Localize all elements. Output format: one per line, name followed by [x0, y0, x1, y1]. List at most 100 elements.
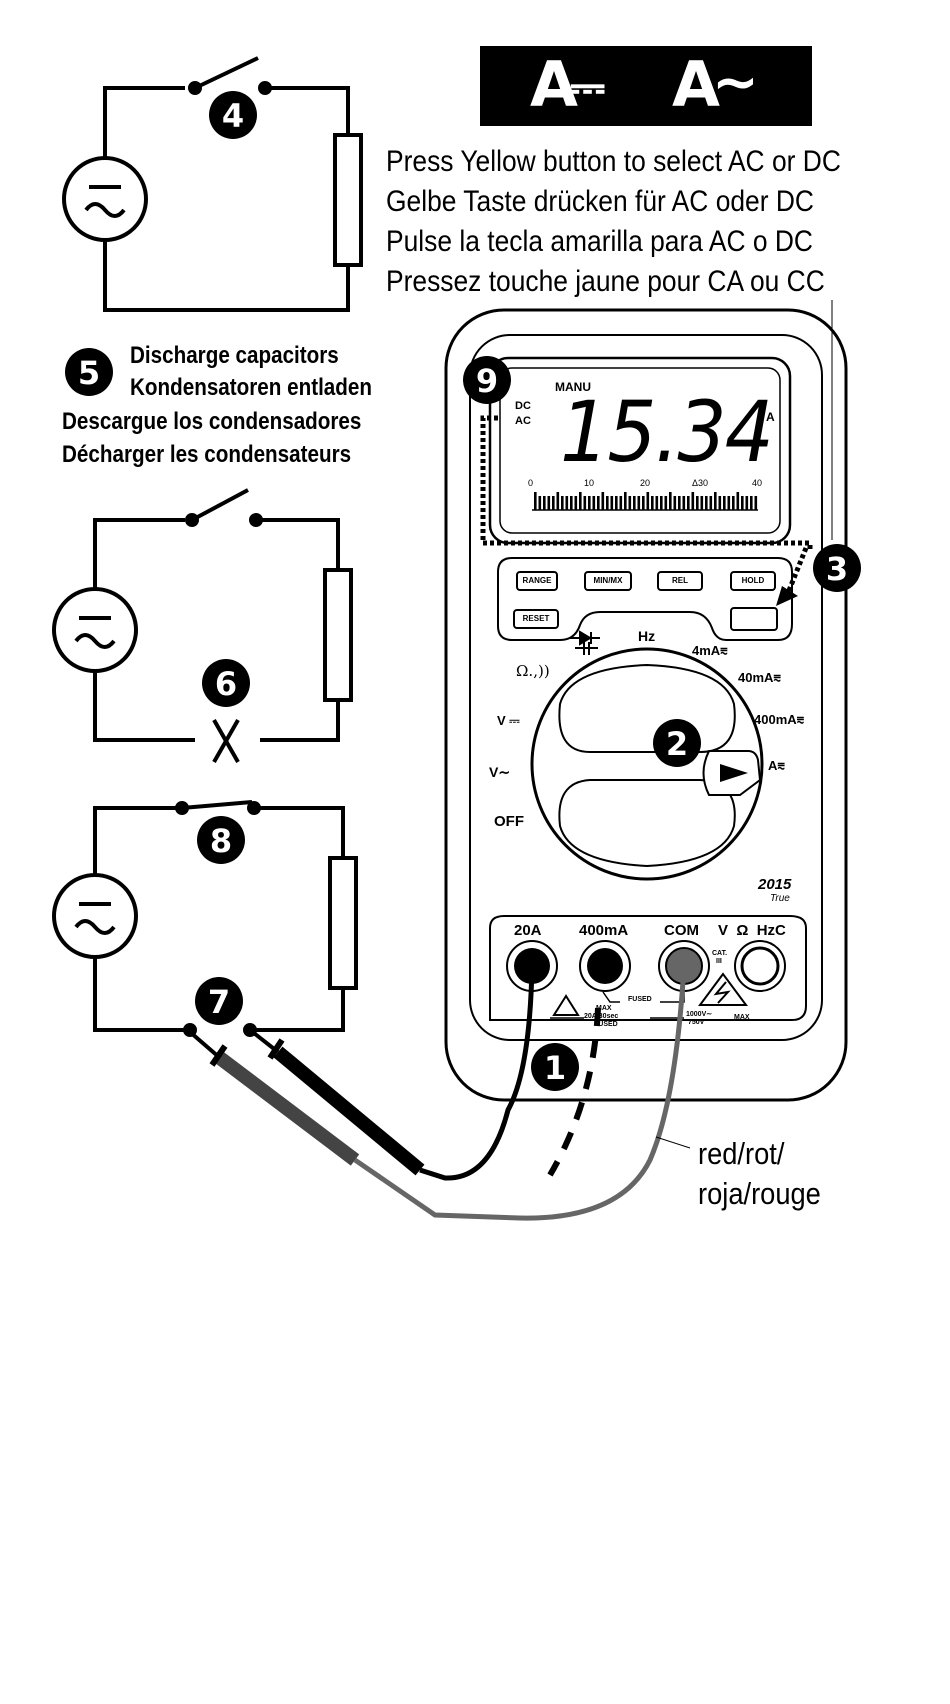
reset-label[interactable]: RESET	[522, 614, 550, 623]
bargraph-segment	[705, 496, 708, 510]
bargraph-segment	[606, 496, 609, 510]
step-7-number: 7	[207, 983, 231, 1021]
bargraph-segment	[745, 496, 749, 510]
discharge-fr: Décharger les condensateurs	[62, 441, 352, 468]
circuit-step-6	[52, 488, 353, 763]
lcd-mode: MANU	[555, 380, 591, 394]
model-sub: True	[770, 893, 790, 904]
dial-vdc: V ⎓	[497, 713, 520, 728]
arrow-icon	[776, 586, 798, 606]
bargraph-segment	[601, 492, 605, 510]
dc-glyph: ⎓	[570, 62, 606, 113]
hold-button[interactable]	[730, 571, 776, 591]
bargraph-segment	[556, 492, 560, 510]
step-8-number: 8	[209, 822, 233, 860]
jack-v-label: V Ω HzC	[718, 922, 786, 939]
rel-label[interactable]: REL	[672, 576, 688, 585]
bargraph-segment	[732, 496, 735, 510]
lcd-scale: 0 10 20 Δ30 40	[528, 478, 768, 492]
dial-vac: V∼	[489, 764, 511, 780]
step-6-number: 6	[214, 665, 238, 703]
bargraph-segment	[610, 496, 614, 510]
dial-off: OFF	[494, 813, 524, 830]
lcd-unit: A	[766, 410, 775, 424]
lead-label-line1: red/rot/	[698, 1136, 785, 1171]
jack-20a-label: 20A	[514, 922, 542, 939]
v1000-note: 1000V∼	[686, 1011, 713, 1018]
bargraph-segment	[727, 496, 731, 510]
bargraph-segment	[651, 496, 654, 510]
bargraph-segment	[565, 496, 569, 510]
max-note-2: MAX	[734, 1014, 750, 1021]
fused-note: FUSED	[628, 996, 652, 1003]
reset-button[interactable]	[513, 609, 559, 629]
bargraph-segment	[673, 496, 677, 510]
cat3-note: III	[716, 958, 722, 965]
dial-pointer-icon	[720, 764, 748, 782]
bargraph-segment	[619, 496, 623, 510]
step-1-number: 1	[543, 1049, 567, 1087]
scale-0: 0	[528, 478, 534, 488]
bargraph-segment	[664, 496, 668, 510]
jack-400ma[interactable]	[579, 940, 631, 992]
dc-amp-symbol: A	[530, 48, 578, 121]
black-test-lead	[248, 965, 535, 1181]
bargraph-segment	[592, 496, 596, 510]
fused-note-2: FUSED	[594, 1021, 618, 1028]
bargraph-segment	[709, 496, 713, 510]
circuit-step-4	[62, 56, 363, 312]
bargraph-segment	[547, 496, 551, 510]
bargraph-segment	[570, 496, 573, 510]
range-label[interactable]: RANGE	[522, 576, 552, 585]
dial-4ma: 4mA⩳	[692, 643, 728, 658]
button-panel	[497, 557, 793, 641]
lcd-reading: 15.34	[560, 383, 774, 481]
sec-note: 20A/30sec	[584, 1013, 619, 1020]
jack-v-ohm[interactable]	[734, 940, 786, 992]
red-test-lead	[188, 965, 687, 1221]
bargraph-segment	[678, 496, 681, 510]
warning-icon	[552, 994, 580, 1016]
minmax-label[interactable]: MIN/MX	[593, 576, 623, 585]
selector-path	[480, 415, 813, 599]
minmax-button[interactable]	[584, 571, 632, 591]
jack-com-label: COM	[664, 922, 699, 939]
bargraph-segment	[538, 496, 542, 510]
hazard-voltage-icon	[698, 972, 748, 1006]
instructions: Press Yellow button to select AC or DC G…	[386, 142, 841, 302]
ac-source-icon	[74, 902, 116, 935]
bargraph-segment	[583, 496, 587, 510]
hold-label[interactable]: HOLD	[741, 576, 765, 585]
bargraph-segment	[534, 492, 537, 510]
meter-buttons[interactable]	[513, 571, 778, 631]
step-4-number: 4	[221, 97, 245, 135]
cat-note: CAT.	[712, 950, 728, 957]
jack-panel	[489, 915, 807, 1021]
range-button[interactable]	[516, 571, 558, 591]
bargraph-segment	[628, 496, 632, 510]
acdc-banner	[480, 46, 812, 126]
bargraph-segment	[700, 496, 704, 510]
bargraph-segment	[615, 496, 618, 510]
circuit-step-8	[52, 800, 358, 1037]
bargraph-segment	[736, 492, 740, 510]
rel-button[interactable]	[657, 571, 703, 591]
bargraph-segment	[754, 496, 758, 510]
step-badges	[65, 91, 861, 1091]
bargraph-segment	[646, 492, 650, 510]
bargraph-segment	[543, 496, 546, 510]
instruction-de: Gelbe Taste drücken für AC oder DC	[386, 185, 814, 218]
yellow-select-button[interactable]	[730, 607, 778, 631]
bargraph-segment	[597, 496, 600, 510]
dial-amp: A⩳	[768, 758, 785, 773]
lead-label-line2: roja/rouge	[698, 1176, 821, 1211]
bargraph-segment	[561, 496, 564, 510]
bargraph-segment	[637, 496, 641, 510]
diode-icon	[569, 630, 600, 655]
ac-source-icon	[74, 616, 116, 649]
bargraph-segment	[741, 496, 744, 510]
bargraph-segment	[574, 496, 578, 510]
model-number: 2015	[758, 876, 792, 893]
bargraph-segment	[718, 496, 722, 510]
step-3-number: 3	[825, 550, 849, 588]
